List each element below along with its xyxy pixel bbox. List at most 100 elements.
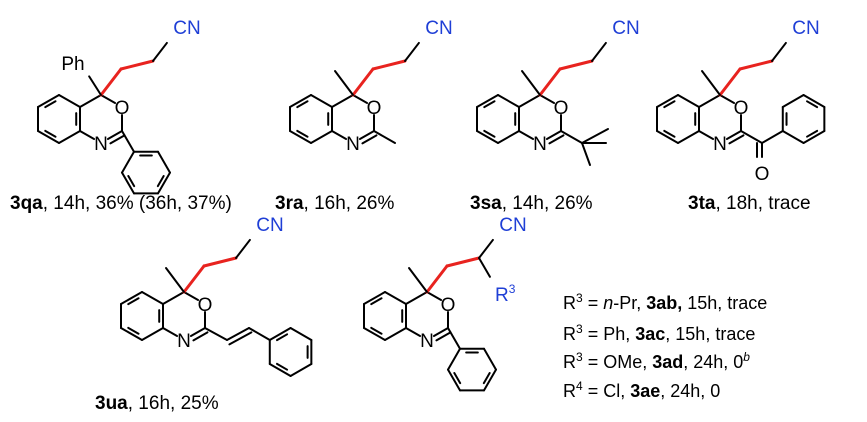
structure-3ra: ON CN <box>289 18 453 155</box>
nitrogen-atom: N <box>420 331 434 352</box>
phenyl-ring-double <box>806 129 819 138</box>
benzo-ring-double <box>127 326 140 335</box>
c2-n-double-2 <box>728 134 745 145</box>
phenyl-ring-bond <box>781 130 805 144</box>
benzo-ring-bond <box>677 130 700 144</box>
bond <box>162 291 185 305</box>
phenyl-ring-link <box>248 327 271 341</box>
nitrile-group: CN <box>173 18 200 39</box>
phenyl-ring-bond <box>268 362 292 377</box>
benzo-ring-bond <box>384 327 407 341</box>
caption-3ta: 3ta, 18h, trace <box>688 193 811 214</box>
nitrogen-atom: N <box>346 134 360 155</box>
benzo-ring-double <box>663 100 676 109</box>
phenyl-ring-bond <box>156 150 171 174</box>
methyl-bond <box>334 70 354 96</box>
methyl-bond <box>165 267 185 293</box>
bond <box>79 130 96 141</box>
tbu-bond <box>560 130 583 144</box>
phenyl-ring-bond <box>781 94 805 109</box>
bond <box>405 291 428 305</box>
benzo-ring-bond <box>384 291 407 305</box>
benzo-ring-bond <box>363 291 386 305</box>
oxygen-atom: O <box>734 98 749 119</box>
benzo-ring-bond <box>656 94 679 108</box>
phenyl-ring-bond <box>289 363 313 377</box>
c2-n-double <box>725 130 742 141</box>
benzo-ring-double <box>370 297 383 306</box>
nitrile-group: CN <box>792 18 819 39</box>
r3-bond <box>478 257 491 278</box>
r-list-row-3ad: R3 = OMe, 3ad, 24h, 0b <box>563 350 750 372</box>
c4-o-bond <box>352 94 369 105</box>
benzo-ring-bond <box>37 130 60 144</box>
bond <box>698 94 721 108</box>
phenyl-ring-bond <box>482 347 497 371</box>
caption-3ua: 3ua, 16h, 25% <box>95 393 219 414</box>
new-c-c-bond <box>425 264 449 294</box>
oxygen-atom: O <box>441 295 456 316</box>
new-c-c-bond <box>371 59 407 71</box>
carbonyl-oxygen: O <box>755 164 770 185</box>
c2-n-double-2 <box>548 134 565 145</box>
benzo-ring-double <box>44 129 57 138</box>
carbonyl-link <box>740 130 763 144</box>
r-list-row-3ac: R3 = Ph, 3ac, 15h, trace <box>563 322 756 344</box>
new-c-c-bond <box>202 256 238 268</box>
new-c-c-bond <box>182 264 206 294</box>
new-c-c-bond <box>738 59 774 71</box>
benzo-ring-bond <box>141 327 164 341</box>
benzo-ring-bond <box>476 94 499 108</box>
phenyl-ring-double <box>275 362 289 371</box>
chain-bond <box>771 41 787 62</box>
benzo-ring-bond <box>289 94 312 108</box>
c2-n-double <box>106 130 123 141</box>
methyl-bond <box>408 267 428 293</box>
phenyl-ring-double <box>275 333 289 342</box>
nitrile-group: CN <box>612 18 639 39</box>
c2-n-double-2 <box>435 331 452 342</box>
nitrogen-atom: N <box>94 134 108 155</box>
r-list-row-3ab: R3 = n-Pr, 3ab, 15h, trace <box>563 291 768 313</box>
benzo-ring-bond <box>37 94 60 108</box>
tbu-methyl <box>581 142 591 166</box>
phenyl-ring-bond <box>802 129 826 144</box>
phenyl-ring-link <box>121 130 135 153</box>
chain-bond <box>591 41 607 62</box>
new-c-c-bond <box>351 67 375 97</box>
benzo-ring-double <box>370 326 383 335</box>
oxygen-atom: O <box>554 98 569 119</box>
nitrile-group: CN <box>425 18 452 39</box>
benzo-ring-bond <box>497 94 520 108</box>
benzo-ring-double <box>483 100 496 109</box>
bond <box>518 94 541 108</box>
new-c-c-bond <box>445 256 481 268</box>
new-c-c-bond <box>558 59 594 71</box>
benzo-ring-double <box>127 297 140 306</box>
benzo-ring-bond <box>120 327 143 341</box>
phenyl-ring-bond <box>121 171 136 195</box>
c4-o-bond <box>426 291 443 302</box>
c2-n-double <box>358 130 375 141</box>
oxygen-atom: O <box>115 98 130 119</box>
phenyl-ring-bond <box>447 347 461 371</box>
new-c-c-bond <box>99 67 123 97</box>
benzo-ring-double <box>483 129 496 138</box>
bond <box>162 327 179 338</box>
benzo-ring-double <box>663 129 676 138</box>
bond <box>698 130 715 141</box>
c4-o-bond <box>539 94 556 105</box>
ph-bond <box>88 75 102 96</box>
tbu-methyl <box>581 128 609 144</box>
benzo-ring-bond <box>310 94 333 108</box>
phenyl-ring-bond <box>157 171 171 195</box>
nitrogen-atom: N <box>177 331 191 352</box>
benzo-ring-bond <box>497 130 520 144</box>
oxygen-atom: O <box>198 295 213 316</box>
phenyl-ring-link <box>761 130 784 144</box>
oxygen-atom: O <box>367 98 382 119</box>
benzo-ring-bond <box>656 130 679 144</box>
phenyl-ring-link <box>447 327 461 350</box>
